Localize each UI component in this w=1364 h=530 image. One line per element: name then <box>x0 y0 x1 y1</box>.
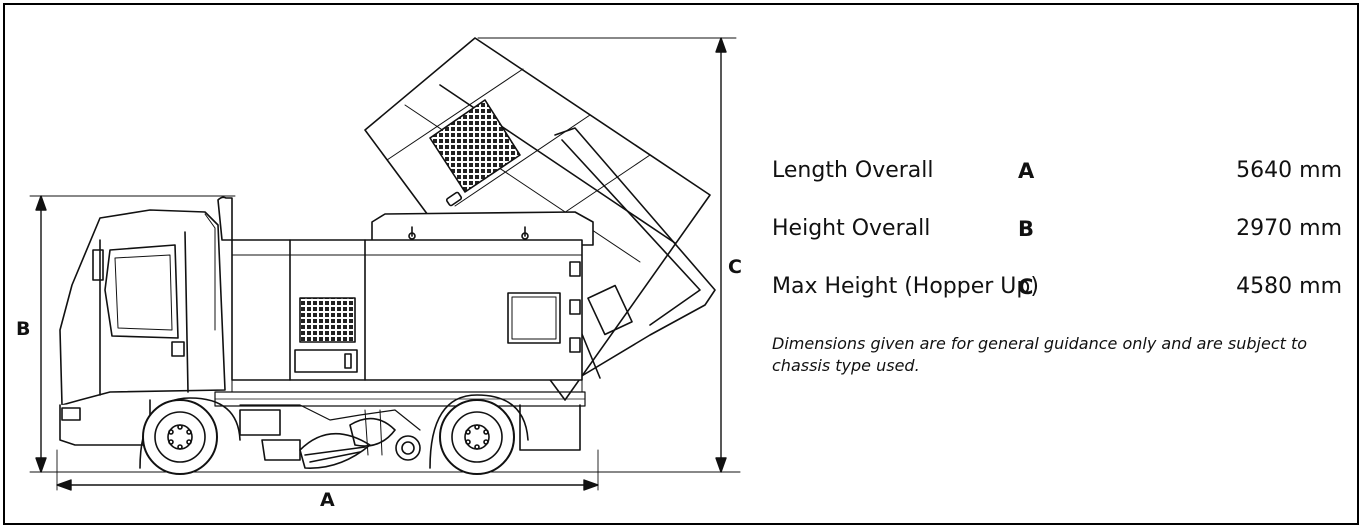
dimension-line-a <box>56 479 599 491</box>
brush-gear <box>239 404 421 469</box>
spec-letter: B <box>1018 217 1035 241</box>
rear-wheel <box>439 399 515 475</box>
spec-row-max-height: Max Height (Hopper Up) C 4580 mm <box>772 272 1342 302</box>
spec-value: 4580 mm <box>1236 274 1342 299</box>
spec-name: Height Overall <box>772 216 931 241</box>
dimension-line-b <box>35 195 47 473</box>
dimension-label-c: C <box>728 256 742 278</box>
spec-letter: A <box>1018 159 1035 183</box>
guidance-note: Dimensions given are for general guidanc… <box>772 334 1308 375</box>
dimension-line-c <box>715 37 727 473</box>
dimension-label-b: B <box>16 318 31 340</box>
spec-name: Max Height (Hopper Up) <box>772 274 1039 299</box>
spec-row-height: Height Overall B 2970 mm <box>772 214 1342 244</box>
spec-value: 2970 mm <box>1236 216 1342 241</box>
sweeper-body <box>231 211 594 393</box>
cab <box>59 209 226 446</box>
spec-name: Length Overall <box>772 158 934 183</box>
spec-letter: C <box>1018 275 1034 299</box>
spec-value: 5640 mm <box>1236 158 1342 183</box>
dimension-label-a: A <box>320 489 335 511</box>
outer-frame <box>3 3 1359 525</box>
spec-row-length: Length Overall A 5640 mm <box>772 156 1342 186</box>
front-wheel <box>142 399 218 475</box>
